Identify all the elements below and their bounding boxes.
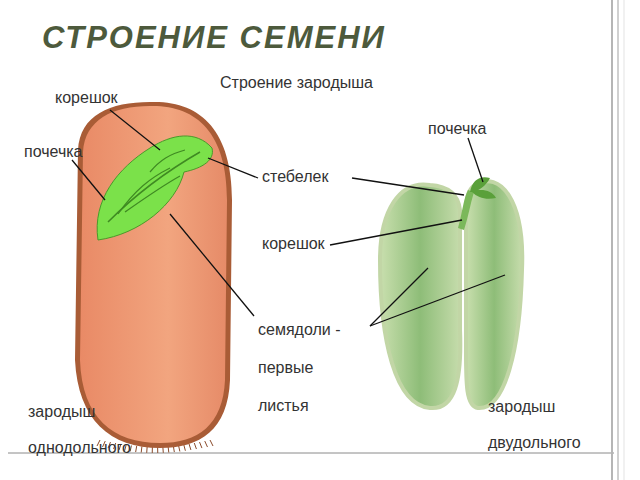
cotyledon [466,181,522,408]
endosperm [80,106,227,443]
seed-hair [152,447,153,453]
seed-hair [189,444,191,450]
seed-hair [205,441,208,447]
part-label: почечка [428,119,487,139]
part-label: семядоли - первые листья [258,311,368,425]
leader-lines [72,110,505,326]
monocot-embryo [97,136,212,240]
seed-coat [75,102,232,448]
seed-hair [210,440,213,446]
seed-hair [200,442,202,448]
part-label: корешок [262,234,325,254]
plumule [118,150,185,214]
part-label: корешок [55,88,118,108]
part-label: стебелек [262,167,328,187]
frame-line [617,0,619,480]
seed-caption: зародыш двудольного [488,389,606,461]
seed-hair [194,443,196,449]
embryo-axis [108,152,200,222]
dicot-stem [458,190,474,230]
slide-title: СТРОЕНИЕ СЕМЕНИ [42,20,386,56]
seed-hair [146,447,147,453]
seed-hair [184,445,186,451]
frame-line [611,0,613,480]
seed-hair [141,447,143,453]
part-label: почечка [24,142,83,162]
frame-line [624,0,625,480]
seed-hair [136,446,137,452]
diagram-subtitle: Строение зародыша [220,73,373,93]
seed-caption: зародыш однодольного [28,394,178,466]
